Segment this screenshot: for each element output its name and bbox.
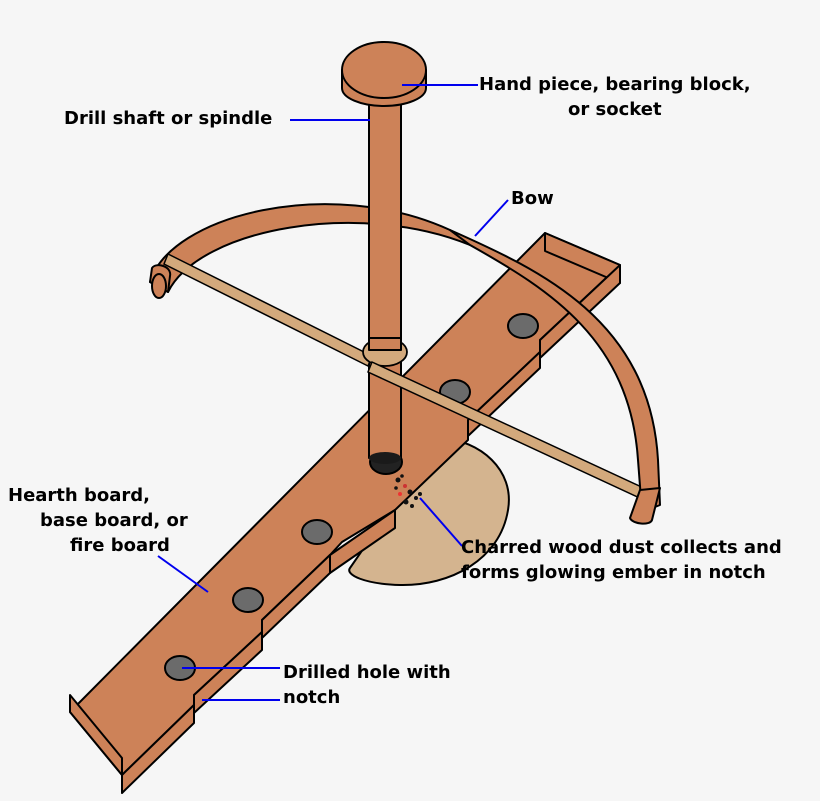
bow — [149, 229, 661, 525]
board-step-6 — [121, 704, 195, 794]
label-drilled-hole-line-2: notch — [283, 687, 341, 708]
bow-string-left — [163, 252, 373, 368]
drilled-hole-1 — [507, 313, 539, 339]
drill-shaft-rod — [368, 95, 402, 459]
label-charred-line-2: forms glowing ember in notch — [461, 562, 766, 583]
bow-end-right — [629, 487, 661, 525]
pointer-hearth — [157, 555, 209, 593]
label-hand-piece-line-1: Hand piece, bearing block, — [479, 74, 751, 95]
label-drilled-hole-line-1: Drilled hole with — [283, 662, 451, 683]
hand-piece — [341, 41, 427, 107]
label-hand-piece-line-2: or socket — [568, 99, 662, 120]
label-bow-line-1: Bow — [511, 188, 554, 209]
label-hearth-line-1: Hearth board, — [8, 485, 150, 506]
bow-string — [163, 252, 649, 502]
pointer-lines — [157, 84, 509, 701]
pointer-bow — [474, 199, 509, 237]
label-charred-dust: Charred wood dust collects and forms glo… — [461, 535, 782, 585]
label-hearth-line-3: fire board — [70, 535, 170, 556]
drill-shaft-tip — [369, 452, 401, 464]
drilled-hole-4 — [232, 587, 264, 613]
hearth-board-front — [69, 694, 123, 776]
label-charred-line-1: Charred wood dust collects and — [461, 537, 782, 558]
drill-shaft — [368, 95, 402, 464]
drill-shaft-front — [368, 337, 402, 351]
ember-tray — [348, 436, 510, 587]
drilled-holes — [164, 313, 539, 681]
pointer-charred — [419, 497, 463, 547]
label-drill-shaft-line-1: Drill shaft or spindle — [64, 108, 273, 129]
drilled-hole-3 — [301, 519, 333, 545]
label-bow: Bow — [511, 186, 554, 211]
label-hearth-line-2: base board, or — [40, 510, 188, 531]
label-drill-shaft: Drill shaft or spindle — [64, 106, 272, 131]
hand-piece-top — [341, 41, 427, 99]
label-drilled-hole: Drilled hole with notch — [283, 660, 451, 710]
bow-tip-left — [151, 273, 167, 299]
label-hand-piece: Hand piece, bearing block, or socket — [479, 72, 751, 122]
label-hearth-board: Hearth board, base board, or fire board — [8, 483, 188, 558]
